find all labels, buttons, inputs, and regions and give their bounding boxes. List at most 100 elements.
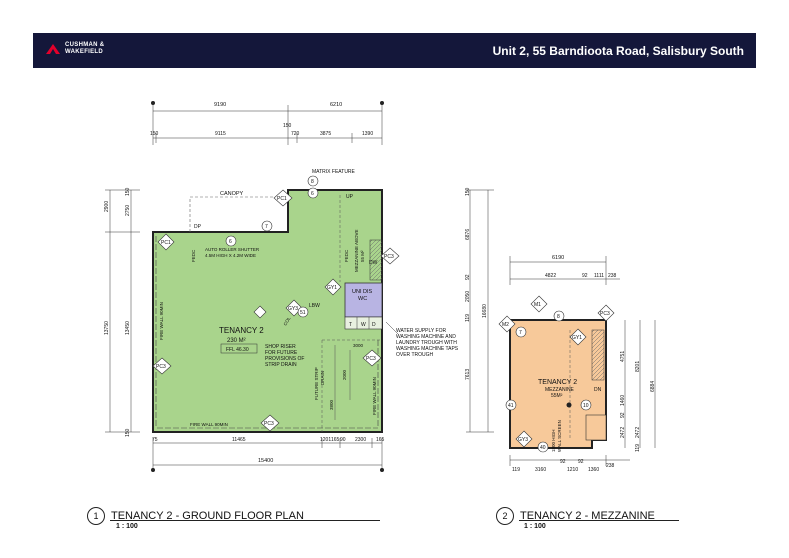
dim-bot-g: 165: [376, 437, 385, 443]
up-label: UP: [346, 194, 354, 200]
future-strip-label: FUTURE STRIP: [314, 367, 319, 400]
mezz-num-7: 7: [519, 330, 522, 336]
mezz-num-41: 41: [508, 403, 514, 409]
mezz-dim-right-f: 2472: [620, 427, 626, 438]
mezz-plan-title-row: 2 TENANCY 2 - MEZZANINE: [496, 507, 655, 525]
water-note-3: LAUNDRY TROUGH WITH: [396, 340, 457, 346]
mezzanine-plan: [466, 189, 656, 466]
dim-top1-b: 6210: [330, 102, 342, 108]
mezz-dim-top2-a: 4822: [545, 273, 556, 279]
mezz-dim-bot-b: 3160: [535, 467, 546, 473]
dim-top-mid: 150: [283, 123, 292, 129]
mezz-dim-left-e: 119: [465, 314, 471, 322]
stair-area: [369, 239, 383, 281]
mezz-dn-label: DN: [594, 387, 602, 393]
laundry-block: [344, 316, 383, 330]
mezz-above-label: MEZZANINE ABOVE: [354, 229, 359, 272]
mezz-tag-gy1: GY1: [572, 335, 582, 341]
num-6a: 6: [229, 239, 232, 245]
mezz-sub-label: MEZZANINE: [545, 387, 575, 393]
dim-bot-f: 2300: [355, 437, 366, 443]
mezz-dim-left-g: 16680: [482, 304, 488, 318]
mezz-dim-top2-d: 238: [608, 273, 617, 279]
dim-inner-b: 2000: [342, 369, 347, 380]
water-note-5: OVER TROUGH: [396, 352, 434, 358]
mezz-dim-left-d: 2050: [465, 291, 471, 302]
lbw-label: LBW: [309, 303, 320, 309]
mezz-plan-scale: 1 : 100: [524, 523, 546, 530]
dim-top2-e: 1390: [362, 131, 373, 137]
tag-pc3b: PC3: [264, 421, 274, 427]
mezz-num-40: 40: [540, 445, 546, 451]
w-label: W: [361, 322, 366, 328]
dim-bot-e: 90: [340, 437, 346, 443]
dim-left-c: 2750: [125, 205, 131, 216]
mezz-tenancy-label: TENANCY 2: [538, 379, 577, 386]
mezz-dim-bot-c: 92: [560, 459, 566, 465]
mezz-num-10: 10: [583, 403, 589, 409]
header-bar: CUSHMAN & WAKEFIELD Unit 2, 55 Barndioot…: [33, 33, 756, 68]
wc-room: [344, 282, 383, 318]
mezz-screen-2: WALL SCREEN: [557, 420, 562, 452]
dp-label: DP: [194, 224, 202, 230]
tenancy-label: TENANCY 2: [219, 326, 264, 335]
wc-label: WC: [358, 296, 367, 302]
num-6b: 6: [311, 191, 314, 197]
ground-plan-number: 1: [87, 507, 105, 525]
tag-pc3a: PC3: [156, 364, 166, 370]
tag-gy3: GY3: [288, 306, 298, 312]
fire-wall-right: FIRE WALL 90MIN: [372, 377, 377, 415]
mezz-plan-number: 2: [496, 507, 514, 525]
mezz-dim-left-a: 150: [465, 187, 471, 196]
mezz-dim-left-c: 92: [465, 274, 471, 280]
water-note-2: WASHING MACHINE AND: [396, 334, 456, 340]
num-7: 7: [265, 224, 268, 230]
dim-bot-total: 15400: [258, 458, 273, 464]
shop-riser-4: STRIP DRAIN: [265, 362, 297, 368]
mezz-dim-bot-f: 238: [606, 463, 615, 469]
dim-left-e: 13450: [125, 321, 131, 335]
mezz-dim-left-b: 6876: [465, 229, 471, 240]
mezz-tag-m1: M1: [534, 302, 541, 308]
dim-left-f: 150: [125, 428, 131, 437]
dim-bot-a: 75: [152, 437, 158, 443]
tag-pc3d: PC3: [366, 356, 376, 362]
mezz-dim-right-a: 4751: [620, 351, 626, 362]
matrix-feature-label: MATRIX FEATURE: [312, 169, 356, 175]
ground-plan-title: TENANCY 2 - GROUND FLOOR PLAN: [111, 510, 304, 522]
shop-riser-2: FOR FUTURE: [265, 350, 298, 356]
dim-inner-c: 3800: [329, 399, 334, 410]
fedc-label: FEDC: [191, 249, 196, 262]
shutter-size-label: 4.5M HIGH X 4.2M WIDE: [205, 253, 256, 258]
mezz-dim-right-b: 8201: [635, 361, 641, 372]
ground-plan-scale: 1 : 100: [116, 523, 138, 530]
canopy-outline: [189, 196, 288, 232]
ground-floor-plan: [105, 101, 400, 472]
mezz-dim-right-g: 2472: [635, 427, 641, 438]
mezz-dim-top2-c: 1111: [594, 273, 604, 279]
mezz-above-area: 55 M²: [360, 250, 365, 262]
ground-plan-title-row: 1 TENANCY 2 - GROUND FLOOR PLAN: [87, 507, 304, 525]
mezz-dim-right-h: 119: [635, 444, 641, 452]
mezz-num-8: 8: [557, 314, 560, 320]
mezz-dim-right-c: 6884: [650, 381, 656, 392]
tag-pc3c: PC3: [384, 254, 394, 260]
ground-plan-underline: [110, 520, 380, 521]
logo-line2: WAKEFIELD: [65, 49, 104, 55]
mezz-stair: [591, 329, 605, 381]
dim-top1-a: 9190: [214, 102, 226, 108]
dim-left-d: 13750: [104, 321, 110, 335]
company-logo: CUSHMAN & WAKEFIELD: [45, 42, 104, 56]
d-label: D: [372, 322, 376, 328]
canopy-label: CANOPY: [220, 191, 244, 197]
dim-bot-b: 11465: [232, 437, 246, 443]
dim-bot-c: 1201: [320, 437, 331, 443]
logo-icon: [45, 42, 61, 56]
fire-wall-bottom: FIRE WALL 90MIN: [190, 422, 228, 427]
mezz-dim-right-d: 1460: [620, 395, 626, 406]
drain-label: DRAIN: [320, 371, 325, 385]
water-note-4: WASHING MACHINE TAPS: [396, 346, 459, 352]
mezz-tag-m2: M2: [502, 322, 509, 328]
tag-pc1b: PC1: [277, 196, 287, 202]
